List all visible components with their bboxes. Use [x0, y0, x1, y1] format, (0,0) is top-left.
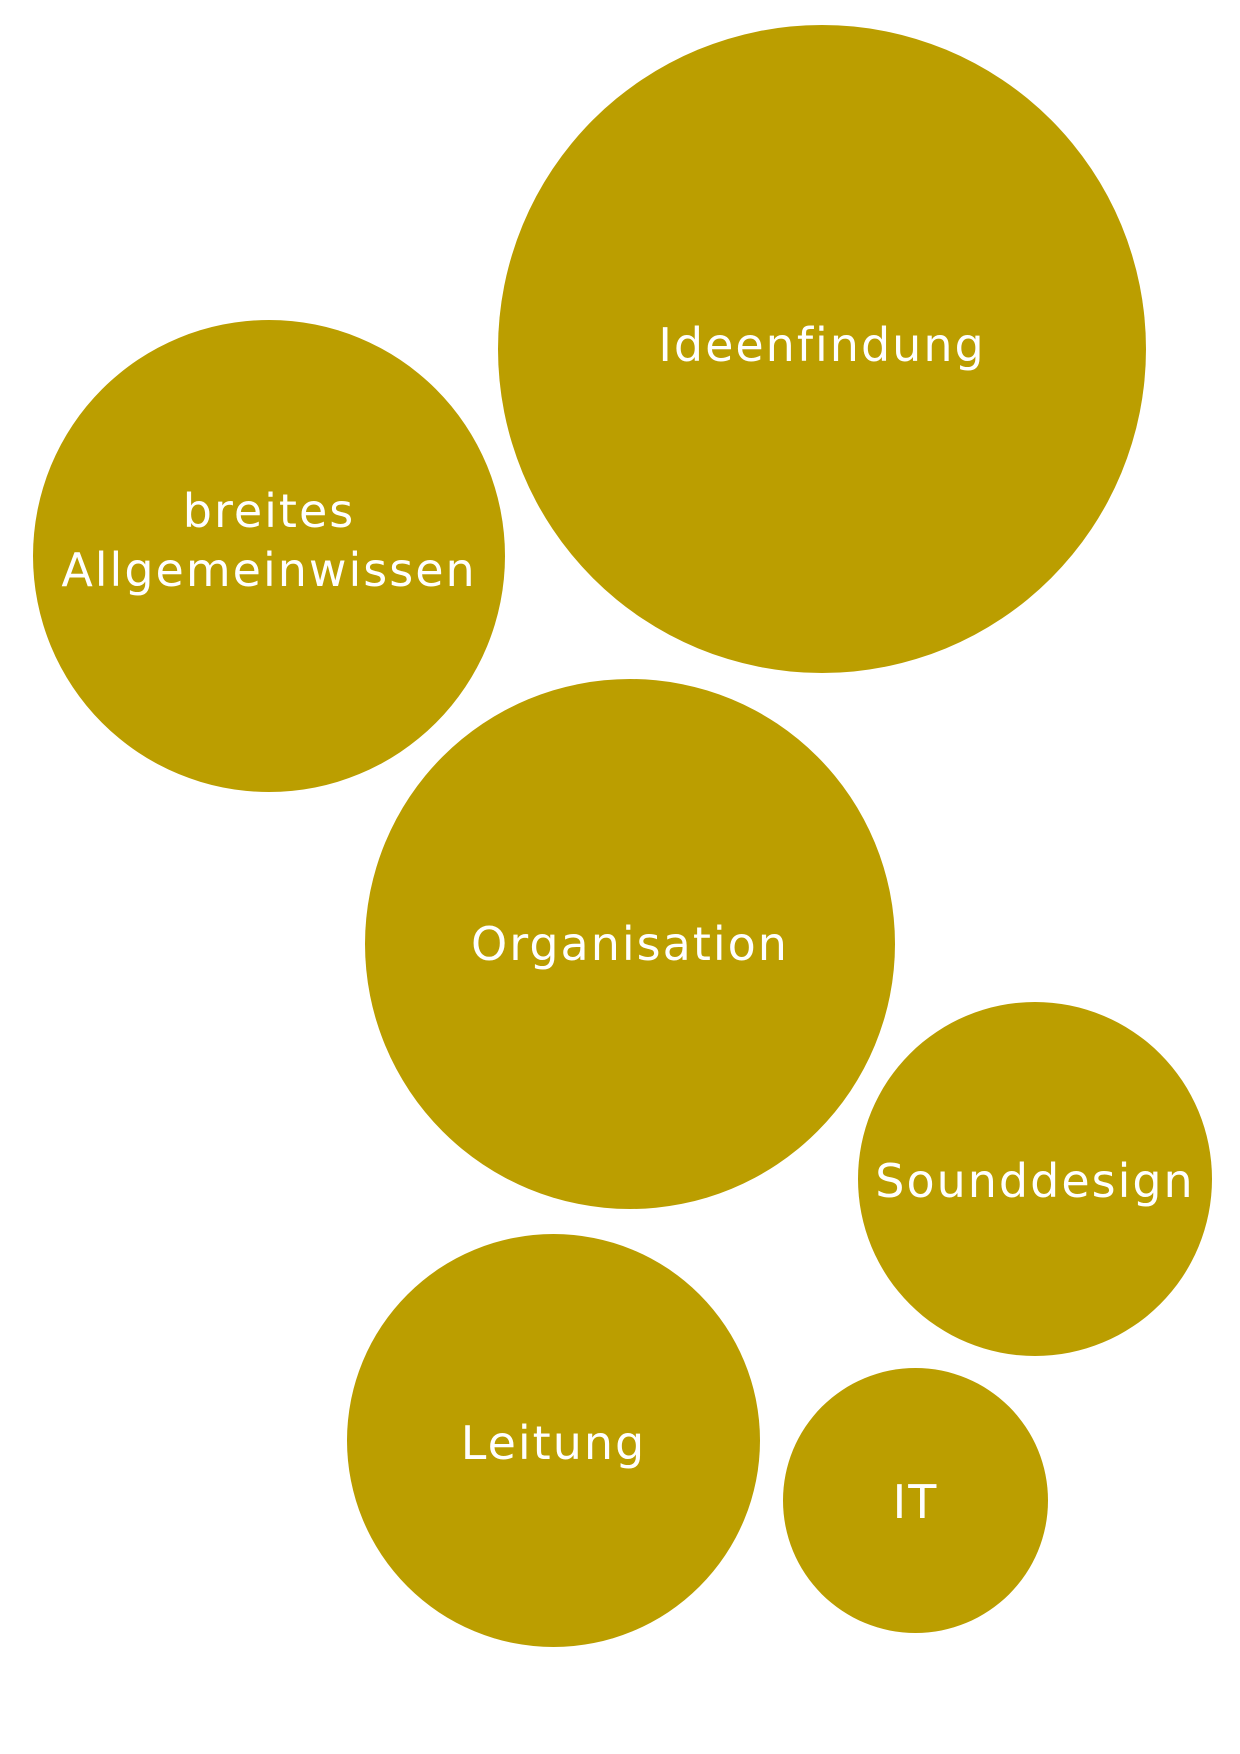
bubble-organisation: Organisation	[365, 679, 895, 1209]
bubble-label-ideenfindung: Ideenfindung	[658, 317, 986, 372]
bubble-ideenfindung: Ideenfindung	[498, 25, 1146, 673]
bubble-it: IT	[783, 1368, 1048, 1633]
bubble-allgemeinwissen: breites Allgemeinwissen	[33, 320, 505, 792]
bubble-leitung: Leitung	[347, 1234, 760, 1647]
bubble-label-sounddesign: Sounddesign	[875, 1153, 1195, 1208]
bubble-sounddesign: Sounddesign	[858, 1002, 1212, 1356]
bubble-label-leitung: Leitung	[460, 1416, 647, 1471]
bubble-label-it: IT	[892, 1475, 939, 1530]
bubble-label-organisation: Organisation	[471, 916, 789, 971]
bubble-label-allgemeinwissen: breites Allgemeinwissen	[61, 484, 477, 597]
